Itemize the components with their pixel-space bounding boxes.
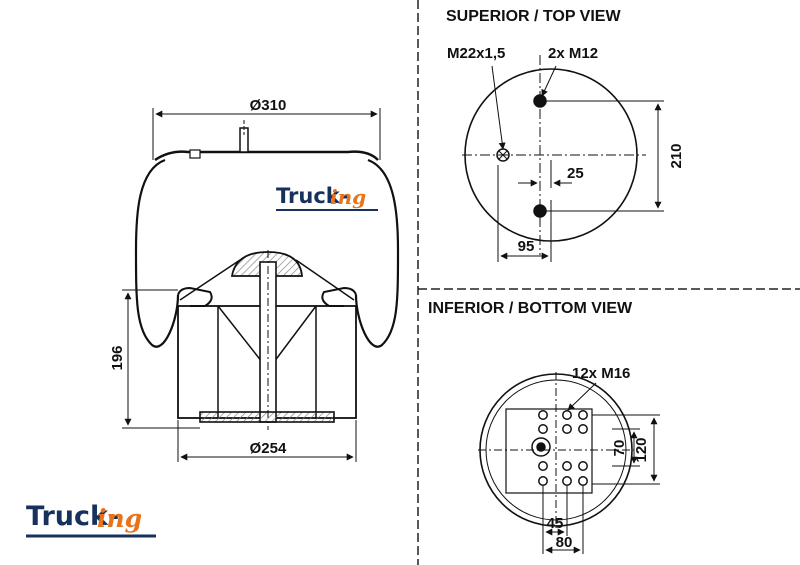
stud-offset-label: 95 <box>518 238 535 255</box>
bolt-hole <box>578 424 588 434</box>
svg-text:ing: ing <box>330 185 366 209</box>
stud-top <box>533 94 547 108</box>
bottom-view-title: INFERIOR / BOTTOM VIEW <box>428 300 633 317</box>
bolt-hole <box>538 410 548 420</box>
height-label: 196 <box>109 345 126 370</box>
top-dimensions <box>491 65 664 262</box>
bolt-hole <box>562 476 572 486</box>
bolt-hole <box>538 424 548 434</box>
offset-outer-label: 80 <box>556 534 573 551</box>
bellows-left <box>134 158 180 348</box>
top-view-title: SUPERIOR / TOP VIEW <box>446 8 621 25</box>
top-view <box>462 55 646 255</box>
bolt-hole <box>578 410 588 420</box>
air-port-label: M22x1,5 <box>447 45 505 62</box>
studs-label: 2x M12 <box>548 45 598 62</box>
side-dimensions <box>122 108 381 462</box>
watermark-logo: Truck- ing <box>276 184 378 211</box>
stud-bottom <box>533 204 547 218</box>
port-offset-label: 25 <box>567 165 584 182</box>
stud-spacing-label: 210 <box>668 143 685 168</box>
bottom-diameter-label: Ø254 <box>250 440 287 457</box>
bellows-right <box>354 158 400 348</box>
bolt-hole <box>538 461 548 471</box>
inner-spacing-label: 70 <box>611 440 628 457</box>
outer-spacing-label: 120 <box>633 437 650 462</box>
side-view <box>134 120 400 430</box>
offset-inner-label: 45 <box>547 515 564 532</box>
brand-logo: Truck- ing <box>26 501 156 538</box>
svg-text:Truck-: Truck- <box>26 501 119 532</box>
top-diameter-label: Ø310 <box>250 97 287 114</box>
svg-text:ing: ing <box>97 504 142 533</box>
bolt-hole <box>578 461 588 471</box>
bolt-hole <box>578 476 588 486</box>
bolt-hole <box>562 461 572 471</box>
bolt-hole <box>562 424 572 434</box>
bolts-label: 12x M16 <box>572 365 630 382</box>
top-plate <box>154 150 379 162</box>
svg-text:Truck-: Truck- <box>276 184 348 208</box>
bolt-hole <box>562 410 572 420</box>
bottom-dimensions <box>542 382 660 554</box>
bolt-hole <box>538 476 548 486</box>
base-plate <box>199 411 335 423</box>
